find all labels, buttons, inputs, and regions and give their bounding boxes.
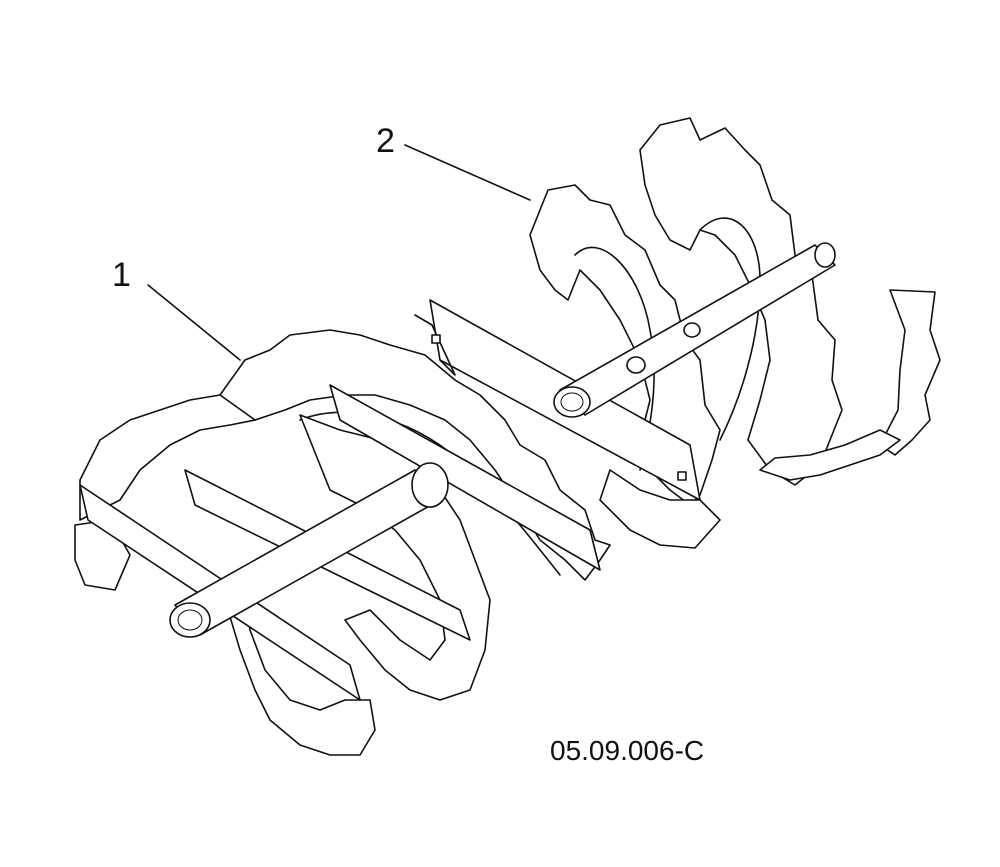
auger-left-front-flight [224, 599, 376, 756]
paddle-bolt-hole [431, 334, 441, 344]
paddle-bolt-hole [677, 471, 687, 481]
shaft-pin [626, 356, 646, 374]
auger-right-front-flight [599, 469, 721, 549]
callout-leader [404, 144, 531, 201]
auger-right-bearing [814, 242, 836, 268]
auger-right [414, 117, 941, 549]
auger-right-shaft-end [553, 386, 591, 418]
callout-number: 1 [112, 256, 131, 294]
shaft-pin [683, 322, 701, 338]
callout-1: 1 [112, 256, 241, 361]
auger-left-shaft-end [169, 602, 211, 638]
auger-right-middle-flight [529, 184, 721, 506]
callout-number: 2 [376, 122, 395, 160]
auger-left-rear-flight [219, 329, 611, 581]
auger-left-paddle-back [329, 384, 601, 571]
callout-2: 2 [376, 122, 531, 201]
auger-left-shaft-collar [411, 462, 449, 508]
auger-left [74, 329, 611, 756]
auger-right-front-flight-2 [759, 429, 901, 481]
callout-leader [147, 284, 241, 361]
auger-right-end-flange [879, 289, 941, 456]
figure-code: 05.09.006-C [550, 735, 704, 766]
